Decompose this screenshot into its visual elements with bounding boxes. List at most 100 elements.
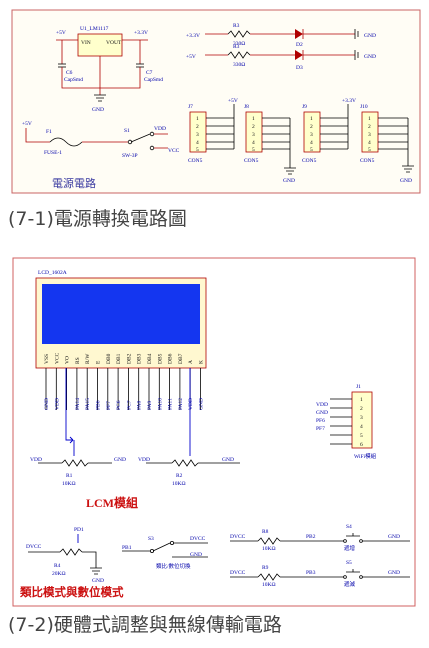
svg-text:4: 4 [196,140,199,146]
svg-text:330Ω: 330Ω [233,41,245,47]
lcd-pin-net: GND [199,398,205,410]
lcd-pin-label: VSS [44,354,50,364]
svg-text:+5V: +5V [186,54,196,60]
svg-text:R4: R4 [54,563,61,569]
svg-text:PF6: PF6 [316,418,325,424]
lcd-pin-label: E [96,360,102,364]
svg-text:C7: C7 [146,70,153,76]
svg-text:J1: J1 [356,384,361,390]
svg-text:1: 1 [360,397,363,403]
svg-text:1: 1 [196,116,199,122]
svg-text:DVCC: DVCC [230,534,246,540]
connector-j8: J8 CON5 1 2 3 4 5 GND [244,104,296,184]
svg-text:C6: C6 [66,70,73,76]
svg-text:2: 2 [360,406,363,412]
lcd-pin-net: PC6 [116,400,122,410]
increment-button-circuit: DVCC R8 10KΩ PB2 S4 遞增 GND [230,524,410,552]
svg-text:5: 5 [252,147,255,153]
svg-text:DVCC: DVCC [26,544,42,550]
lcd-pin-label: DB3 [137,353,143,364]
svg-text:+3.3V: +3.3V [342,98,356,104]
lcd-pin-label: DB4 [147,353,153,364]
svg-text:U1_LM1117: U1_LM1117 [80,26,109,32]
svg-text:2: 2 [310,124,313,130]
svg-text:5: 5 [368,147,371,153]
svg-text:4: 4 [360,424,363,430]
svg-text:VDD: VDD [30,457,42,463]
wifi-connector: J1 1 2 3 4 5 6 VDD GND PF6 PF7 WiFi模組 [316,384,377,460]
power-section-title: 電源電路 [52,176,96,190]
svg-text:1: 1 [368,116,371,122]
voltage-regulator: U1_LM1117 VIN VOUT +5V +3.3V C6 CapSmd C… [56,26,163,113]
fuse-and-switch: +5V F1 FUSE-1 S1 SW-3P VDD VCC [22,121,180,159]
svg-text:+3.3V: +3.3V [134,30,148,36]
led-indicator-1: +3.3V R3 330Ω D2 GND [186,23,376,48]
svg-text:+5V: +5V [22,121,32,127]
svg-text:10KΩ: 10KΩ [262,582,276,588]
lcd-pin-label: DB0 [106,353,112,364]
svg-text:10KΩ: 10KΩ [262,546,276,552]
power-schematic: U1_LM1117 VIN VOUT +5V +3.3V C6 CapSmd C… [11,9,421,194]
svg-text:2: 2 [252,124,255,130]
lcd-pin-net: PA14 [75,398,81,410]
svg-text:GND: GND [400,178,412,184]
svg-text:CON5: CON5 [244,158,259,164]
power-caption: (7-1)電源轉換電路圖 [8,208,187,230]
lcd-pin-net: PA12 [178,398,184,410]
lcd-pin-net: PA15 [85,398,91,410]
lcd-pin-label: DB5 [157,353,163,364]
svg-text:PB1: PB1 [122,545,132,551]
svg-text:LCD_1602A: LCD_1602A [38,270,67,276]
lcd-pin-net: PB6 [96,400,102,410]
svg-text:+3.3V: +3.3V [186,33,200,39]
lcd-pin-net: PA8 [137,400,143,410]
lcd-pin-label: VO [65,356,71,364]
lcd-pin-label: A [188,360,194,364]
lcd-pin-label: VCC [54,352,60,364]
svg-text:D2: D2 [296,42,303,48]
svg-text:類比/數位切換: 類比/數位切換 [156,562,191,570]
connector-j9: J9 CON5 1 2 3 4 5 [302,104,349,164]
decrement-button-circuit: DVCC R9 10KΩ PB3 S5 遞減 GND [230,560,410,588]
svg-text:3: 3 [360,415,363,421]
svg-text:R2: R2 [176,473,183,479]
svg-text:CON5: CON5 [360,158,375,164]
lcm-pot-r2: VDD GND R2 10KΩ [138,368,240,487]
svg-text:VDD: VDD [316,402,328,408]
mode-pot: PD1 DVCC GND R4 20KΩ [26,527,104,584]
svg-text:GND: GND [92,107,104,113]
svg-text:J8: J8 [244,104,249,110]
svg-text:4: 4 [368,140,371,146]
svg-text:S1: S1 [124,128,130,134]
lcd-pin-label: DB1 [116,353,122,364]
svg-text:SW-3P: SW-3P [122,153,138,159]
svg-text:2: 2 [196,124,199,130]
svg-text:+5V: +5V [56,30,66,36]
lcd-pin-net: PA11 [168,398,174,410]
svg-text:4: 4 [310,140,313,146]
svg-text:R1: R1 [66,473,73,479]
svg-text:PB2: PB2 [306,534,316,540]
lcd-pin-label: K [199,360,205,364]
svg-text:J7: J7 [188,104,193,110]
svg-text:GND: GND [92,578,104,584]
svg-text:S3: S3 [148,536,154,542]
lcm-pot-r1: VDD GND R1 10KΩ [30,368,126,487]
svg-text:GND: GND [114,457,126,463]
svg-text:DVCC: DVCC [190,536,206,542]
lcd-pin-label: DB2 [126,353,132,364]
lcd-pin-net: PF7 [106,401,112,410]
lcm-caption: (7-2)硬體式調整與無線傳輸電路 [8,614,282,636]
svg-text:PF7: PF7 [316,426,325,432]
mode-switch: PB1 S3 DVCC GND 類比/數位切換 [122,536,208,570]
svg-text:GND: GND [316,410,328,416]
svg-text:遞增: 遞增 [344,544,355,552]
svg-text:CON5: CON5 [188,158,203,164]
svg-text:R8: R8 [262,529,269,535]
lcd-pin-net: PC7 [126,400,132,410]
svg-text:R3: R3 [233,44,240,50]
svg-text:WiFi模組: WiFi模組 [354,452,377,460]
lcd-pin-net: PA10 [157,398,163,410]
lcd-screen [42,284,200,344]
